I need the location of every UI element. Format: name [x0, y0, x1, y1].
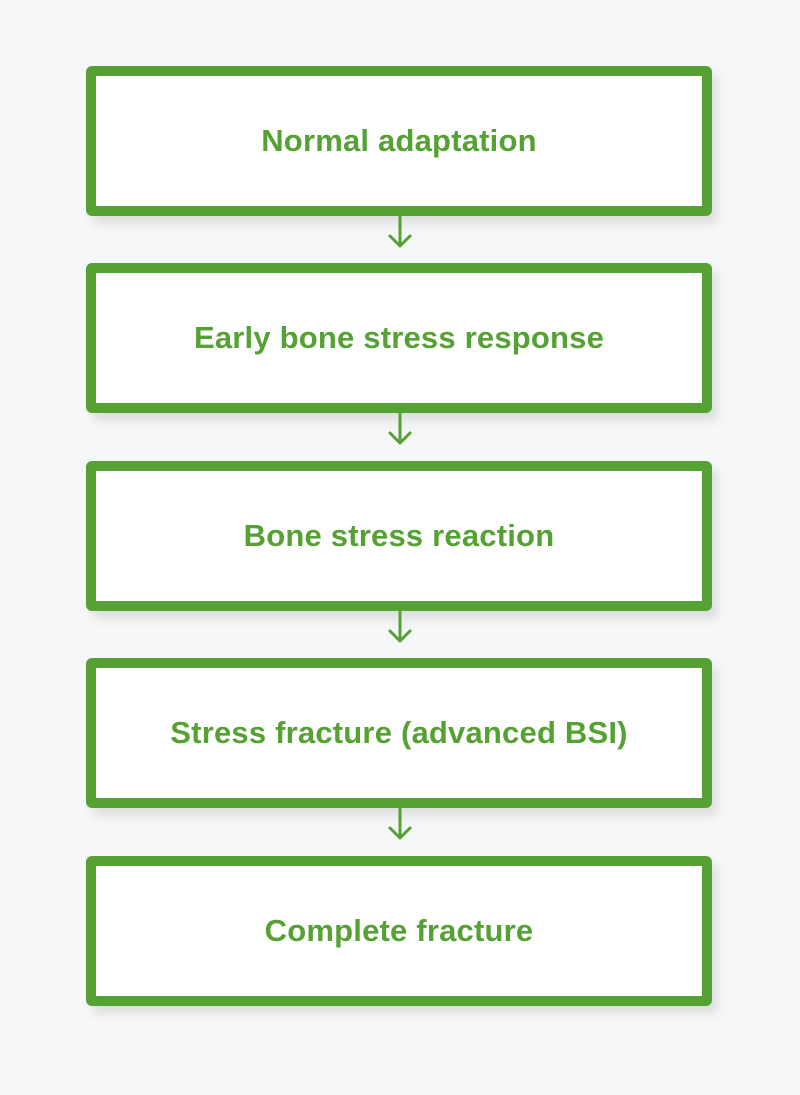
- step-normal-adaptation: Normal adaptation: [86, 66, 712, 216]
- step-label: Normal adaptation: [261, 123, 537, 158]
- step-label: Complete fracture: [264, 913, 534, 948]
- step-label: Bone stress reaction: [243, 518, 555, 553]
- step-bone-stress-reaction: Bone stress reaction: [86, 461, 712, 611]
- arrow-down-icon: [387, 806, 413, 842]
- arrow-down-icon: [387, 411, 413, 447]
- step-stress-fracture: Stress fracture (advanced BSI): [86, 658, 712, 808]
- arrow-down-icon: [387, 214, 413, 250]
- step-label: Early bone stress response: [193, 320, 605, 355]
- step-label: Stress fracture (advanced BSI): [170, 715, 628, 750]
- arrow-down-icon: [387, 609, 413, 645]
- step-complete-fracture: Complete fracture: [86, 856, 712, 1006]
- step-early-bone-stress-response: Early bone stress response: [86, 263, 712, 413]
